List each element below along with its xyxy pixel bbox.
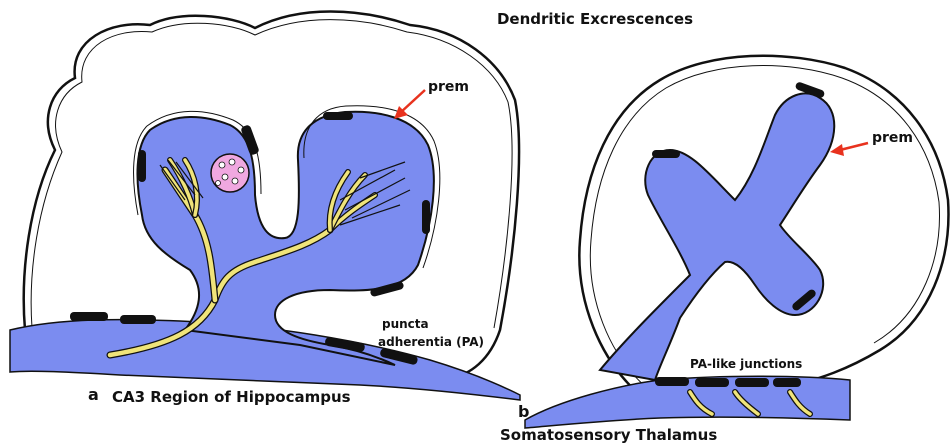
panel-a-caption: CA3 Region of Hippocampus	[112, 388, 351, 406]
density-mark	[120, 315, 156, 324]
density-mark	[773, 378, 801, 387]
panel-a-prem-label: prem	[428, 79, 469, 95]
density-mark	[652, 150, 680, 158]
panel-a-pa-label-line2: adherentia (PA)	[378, 335, 484, 349]
panel-b-letter: b	[518, 402, 529, 421]
density-mark	[138, 150, 146, 182]
density-mark	[735, 378, 769, 387]
panel-a-letter: a	[88, 385, 99, 404]
density-mark	[323, 112, 353, 120]
density-mark	[422, 200, 430, 234]
density-mark	[70, 312, 108, 321]
panel-b-prem-label: prem	[872, 130, 913, 146]
panel-b	[525, 56, 948, 428]
panel-b-pa-label: PA-like junctions	[690, 357, 802, 371]
panel-a-vesicle-cluster	[211, 154, 249, 192]
density-mark	[655, 377, 689, 386]
panel-a-pa-label-line1: puncta	[382, 317, 429, 331]
panel-b-caption: Somatosensory Thalamus	[500, 426, 717, 444]
density-mark	[695, 378, 729, 387]
figure-title: Dendritic Excrescences	[497, 10, 693, 28]
